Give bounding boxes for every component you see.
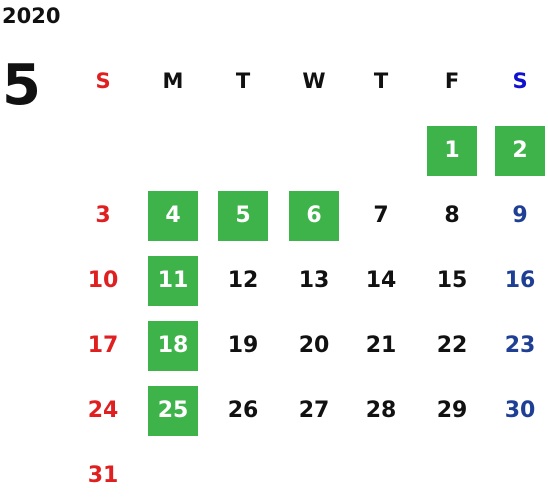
day-cell-19[interactable]: 19 (227, 333, 259, 358)
day-cell-18[interactable]: 18 (148, 321, 198, 371)
day-cell-31[interactable]: 31 (87, 463, 119, 488)
day-cell-1[interactable]: 1 (427, 126, 477, 176)
weekday-header-fri: F (444, 69, 460, 93)
day-cell-29[interactable]: 29 (436, 398, 468, 423)
day-cell-4[interactable]: 4 (148, 191, 198, 241)
weekday-header-tue: T (235, 69, 251, 93)
year-label: 2020 (2, 4, 61, 28)
day-cell-28[interactable]: 28 (365, 398, 397, 423)
day-cell-26[interactable]: 26 (227, 398, 259, 423)
day-cell-17[interactable]: 17 (87, 333, 119, 358)
day-cell-12[interactable]: 12 (227, 268, 259, 293)
day-cell-22[interactable]: 22 (436, 333, 468, 358)
day-cell-5[interactable]: 5 (218, 191, 268, 241)
month-label: 5 (2, 53, 41, 118)
day-cell-7[interactable]: 7 (373, 203, 389, 228)
day-cell-24[interactable]: 24 (87, 398, 119, 423)
day-cell-13[interactable]: 13 (298, 268, 330, 293)
day-cell-3[interactable]: 3 (95, 203, 111, 228)
weekday-header-sat: S (512, 69, 528, 93)
day-cell-27[interactable]: 27 (298, 398, 330, 423)
weekday-header-sun: S (95, 69, 111, 93)
day-cell-8[interactable]: 8 (444, 203, 460, 228)
day-cell-15[interactable]: 15 (436, 268, 468, 293)
weekday-header-wed: W (302, 69, 326, 93)
day-cell-10[interactable]: 10 (87, 268, 119, 293)
day-cell-21[interactable]: 21 (365, 333, 397, 358)
day-cell-2[interactable]: 2 (495, 126, 545, 176)
day-cell-20[interactable]: 20 (298, 333, 330, 358)
day-cell-11[interactable]: 11 (148, 256, 198, 306)
day-cell-14[interactable]: 14 (365, 268, 397, 293)
day-cell-30[interactable]: 30 (504, 398, 536, 423)
day-cell-25[interactable]: 25 (148, 386, 198, 436)
weekday-header-thu: T (373, 69, 389, 93)
day-cell-9[interactable]: 9 (512, 203, 528, 228)
day-cell-23[interactable]: 23 (504, 333, 536, 358)
day-cell-16[interactable]: 16 (504, 268, 536, 293)
day-cell-6[interactable]: 6 (289, 191, 339, 241)
weekday-header-mon: M (162, 69, 184, 93)
